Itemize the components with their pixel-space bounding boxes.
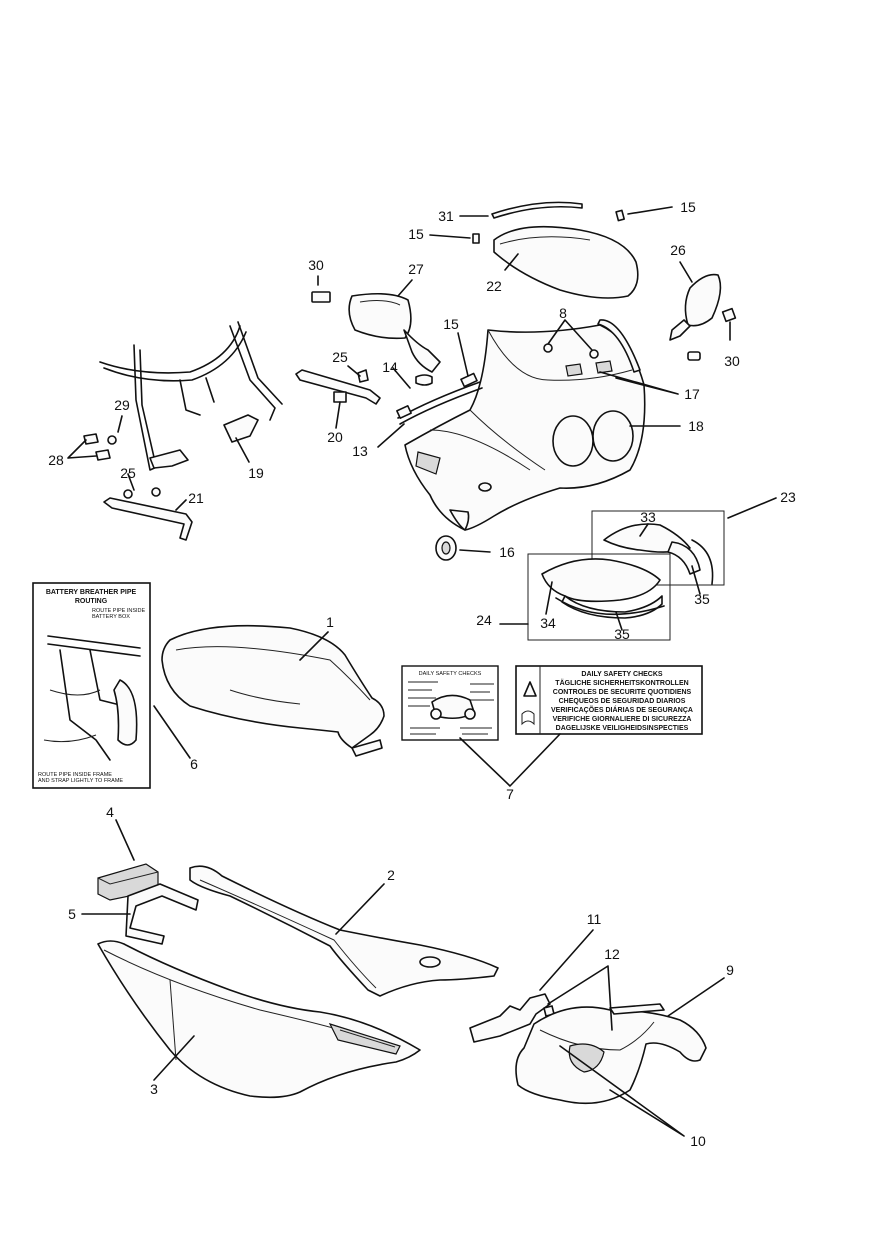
- callout-35-right: 35: [694, 591, 710, 607]
- nut-8-left: [543, 343, 553, 353]
- callout-2: 2: [387, 867, 395, 883]
- battery-label-note-top-1: ROUTE PIPE INSIDE: [92, 608, 146, 614]
- callout-25-lower: 25: [120, 465, 136, 481]
- clip-15-top-left: [472, 233, 480, 244]
- callout-24: 24: [476, 612, 492, 628]
- battery-label-title-2: ROUTING: [75, 598, 108, 605]
- safety-decal-7: DAILY SAFETY CHECKS TÄGLICHE SICHERHEITS…: [515, 665, 703, 735]
- decal-line-4: CHEQUEOS DE SEGURIDAD DIARIOS: [559, 698, 686, 705]
- callout-11: 11: [587, 911, 602, 927]
- callout-34: 34: [540, 615, 556, 631]
- decal-line-1: DAILY SAFETY CHECKS: [581, 671, 662, 678]
- callout-15-top-left: 15: [408, 226, 424, 242]
- callout-5: 5: [68, 906, 76, 922]
- battery-label-title-1: BATTERY BREATHER PIPE: [46, 589, 137, 596]
- decal-line-6: VERIFICHE GIORNALIERE DI SICUREZZA: [553, 716, 692, 723]
- front-fairing: [404, 319, 646, 531]
- callout-28: 28: [48, 452, 64, 468]
- callout-35-bottom: 35: [614, 626, 630, 642]
- bracket-21: [103, 487, 193, 541]
- callout-3: 3: [150, 1081, 158, 1097]
- mounting-plate-9: [609, 1003, 665, 1015]
- grommet-16: [435, 535, 457, 561]
- duct-24-parts: [541, 558, 665, 619]
- callout-30-left: 30: [308, 257, 324, 273]
- safety-checks-card-7: DAILY SAFETY CHECKS: [401, 665, 499, 741]
- callout-27: 27: [408, 261, 424, 277]
- callout-12: 12: [604, 946, 620, 962]
- windscreen: [493, 225, 639, 299]
- decal-line-5: VERIFICAÇÕES DIÁRIAS DE SEGURANÇA: [551, 705, 693, 714]
- washer-29: [107, 435, 117, 445]
- battery-label-note-top-2: BATTERY BOX: [92, 614, 130, 620]
- callout-numbers: 31 15 15 22 26 27 30 30 8 15 25 14 17 18…: [48, 199, 796, 1149]
- mirror-left-27: [348, 292, 441, 386]
- callout-4: 4: [106, 804, 114, 820]
- callout-14: 14: [382, 359, 398, 375]
- callout-33: 33: [640, 509, 656, 525]
- pad-30-left: [311, 291, 331, 303]
- callout-1: 1: [326, 614, 334, 630]
- callout-10: 10: [690, 1133, 706, 1149]
- callout-9: 9: [726, 962, 734, 978]
- battery-label-note-bottom-1: ROUTE PIPE INSIDE FRAME: [38, 772, 112, 778]
- decal-line-7: DAGELIJSKE VEILIGHEIDSINSPECTIES: [556, 725, 689, 732]
- callout-15-mid: 15: [443, 316, 459, 332]
- callout-7: 7: [506, 786, 514, 802]
- rear-panel-2: [189, 865, 499, 997]
- callout-8: 8: [559, 305, 567, 321]
- screen-trim-strip: [491, 201, 583, 219]
- duct-box-23: [591, 510, 725, 586]
- nut-8-right: [589, 349, 599, 359]
- callout-13: 13: [352, 443, 368, 459]
- bracket-11: [469, 993, 551, 1043]
- stay-20: [295, 369, 381, 405]
- battery-breather-label-6: BATTERY BREATHER PIPE ROUTING ROUTE PIPE…: [32, 582, 151, 789]
- seat-1: [161, 624, 385, 757]
- decal-line-2: TÄGLICHE SICHERHEITSKONTROLLEN: [555, 679, 688, 687]
- callout-21: 21: [188, 490, 204, 506]
- callout-22: 22: [486, 278, 502, 294]
- callout-29: 29: [114, 397, 130, 413]
- callout-6: 6: [190, 756, 198, 772]
- callout-23: 23: [780, 489, 796, 505]
- pad-30-right: [721, 307, 737, 323]
- callout-25-upper: 25: [332, 349, 348, 365]
- tail-cowl-3: [97, 940, 421, 1099]
- callout-31: 31: [438, 208, 454, 224]
- callout-18: 18: [688, 418, 704, 434]
- callout-15-top-right: 15: [680, 199, 696, 215]
- clip-15-top-right: [615, 209, 625, 222]
- leader-lines: [67, 206, 777, 1137]
- callout-26: 26: [670, 242, 686, 258]
- checks-card-title: DAILY SAFETY CHECKS: [419, 671, 482, 677]
- bracket-5: [125, 883, 199, 945]
- callout-30-right: 30: [724, 353, 740, 369]
- callout-16: 16: [499, 544, 515, 560]
- duct-box-24: [527, 553, 671, 641]
- callout-17: 17: [684, 386, 700, 402]
- callout-20: 20: [327, 429, 343, 445]
- decal-line-3: CONTROLES DE SECURITE QUOTIDIENS: [553, 689, 692, 696]
- callout-19: 19: [248, 465, 264, 481]
- fairing-frame-19: [99, 321, 283, 471]
- mirror-right-26: [669, 273, 722, 361]
- battery-label-note-bottom-2: AND STRAP LIGHTLY TO FRAME: [38, 778, 123, 784]
